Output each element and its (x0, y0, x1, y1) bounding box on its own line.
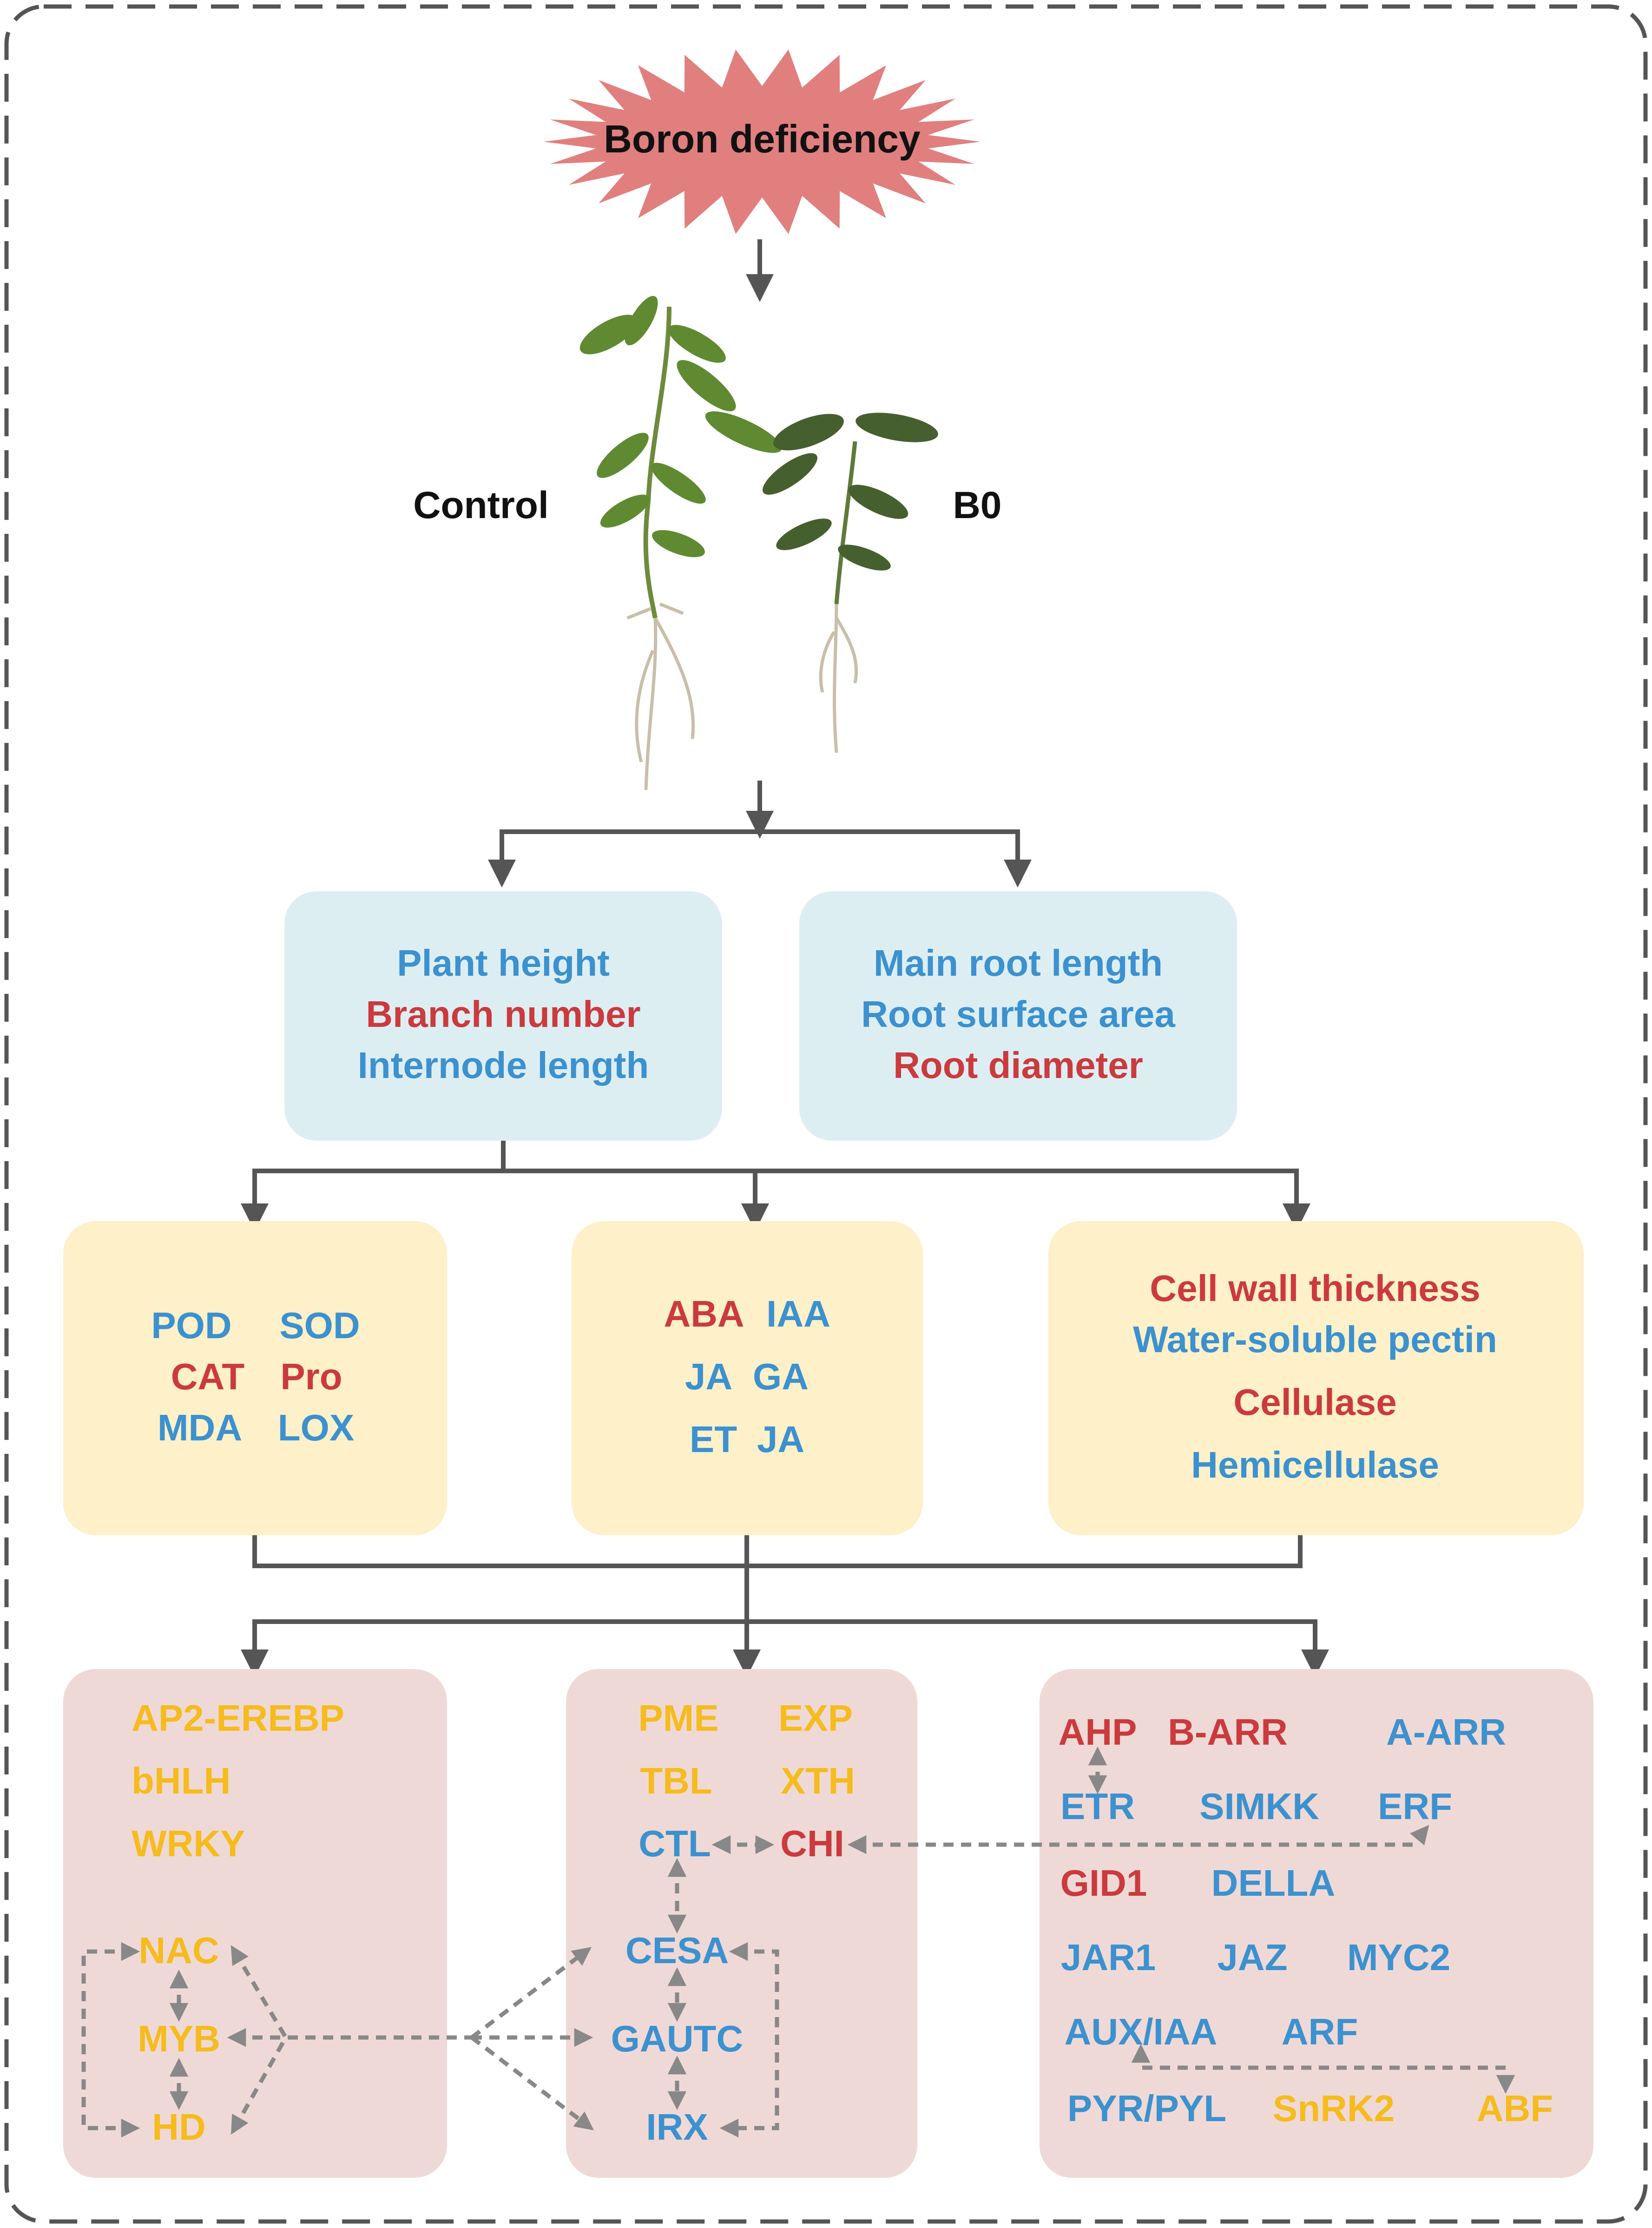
jaz-label: JAZ (1217, 1937, 1287, 1978)
pme-label: PME (638, 1697, 718, 1739)
abf-label: ABF (1477, 2088, 1553, 2129)
hormones-list: ABA IAA JA GA ET JA (664, 1293, 830, 1460)
aux-iaa-label: AUX/IAA (1065, 2011, 1218, 2052)
ga-label: GA (753, 1356, 809, 1397)
main-root-length-label: Main root length (874, 942, 1163, 984)
tbl-label: TBL (640, 1760, 712, 1801)
control-plant-illustration (579, 296, 782, 790)
water-soluble-pectin-label: Water-soluble pectin (1133, 1319, 1497, 1360)
b0-label: B0 (953, 484, 1002, 526)
cell-wall-thickness-label: Cell wall thickness (1150, 1268, 1480, 1309)
wrky-label: WRKY (132, 1823, 245, 1864)
control-label: Control (413, 484, 548, 526)
hemicellulase-label: Hemicellulase (1191, 1444, 1439, 1485)
gid1-label: GID1 (1060, 1862, 1147, 1904)
cellulase-label: Cellulase (1233, 1381, 1396, 1423)
outer-dashed-frame (4, 4, 1648, 2224)
hormones-box (572, 1221, 923, 1535)
exp-label: EXP (778, 1697, 853, 1739)
ctl-label: CTL (638, 1823, 711, 1864)
ahp-label: AHP (1059, 1711, 1137, 1753)
traits-to-physiology-connector (241, 1141, 1310, 1231)
pro-label: Pro (280, 1356, 342, 1397)
snrk2-label: SnRK2 (1273, 2088, 1395, 2129)
branch-number-label: Branch number (366, 993, 640, 1035)
enzymes-box (63, 1221, 447, 1535)
hormone-genes-list: AHP B-ARR A-ARR ETR SIMKK ERF GID1 DELLA… (1059, 1711, 1553, 2129)
a-arr-label: A-ARR (1386, 1711, 1506, 1753)
bhlh-label: bHLH (132, 1760, 230, 1801)
cesa-label: CESA (625, 1930, 729, 1971)
b0-plant-illustration (763, 413, 938, 753)
ja-label: JA (685, 1356, 732, 1397)
interaction-arrows (81, 1746, 1515, 2138)
sod-label: SOD (279, 1305, 360, 1346)
simkk-label: SIMKK (1199, 1786, 1319, 1827)
ap2-erebp-label: AP2-EREBP (132, 1697, 344, 1739)
plants-to-traits-connector (488, 781, 1032, 887)
arf-label: ARF (1282, 2011, 1358, 2052)
della-label: DELLA (1211, 1862, 1336, 1904)
tf-families-list: AP2-EREBP bHLH WRKY (132, 1697, 344, 1864)
pyr-pyl-label: PYR/PYL (1067, 2088, 1226, 2129)
cell-wall-list: Cell wall thickness Water-soluble pectin… (1133, 1268, 1497, 1485)
aba-label: ABA (664, 1293, 744, 1334)
b-arr-label: B-ARR (1168, 1711, 1288, 1753)
erf-label: ERF (1378, 1786, 1452, 1827)
et-label: ET (690, 1419, 737, 1460)
jar1-label: JAR1 (1061, 1937, 1156, 1978)
tf-network: NAC MYB HD (138, 1930, 220, 2148)
irx-label: IRX (646, 2106, 708, 2148)
nac-label: NAC (138, 1930, 219, 1971)
cell-wall-genes-box (566, 1669, 917, 2178)
lox-label: LOX (278, 1407, 354, 1448)
xth-label: XTH (781, 1760, 855, 1801)
chi-label: CHI (780, 1823, 844, 1864)
myb-label: MYB (138, 2018, 220, 2059)
boron-deficiency-starburst (544, 49, 981, 234)
internode-length-label: Internode length (358, 1045, 649, 1086)
etr-label: ETR (1060, 1786, 1135, 1827)
enzymes-list: POD SOD CAT Pro MDA LOX (151, 1305, 360, 1448)
physiology-to-genes-connector (241, 1535, 1329, 1677)
ja-label-2: JA (757, 1419, 804, 1460)
myc2-label: MYC2 (1347, 1937, 1450, 1978)
cat-label: CAT (171, 1356, 245, 1397)
cell-wall-box (1048, 1221, 1584, 1535)
hd-label: HD (152, 2106, 206, 2148)
plant-height-label: Plant height (397, 942, 610, 984)
title-label: Boron deficiency (604, 117, 921, 161)
iaa-label: IAA (766, 1293, 830, 1334)
shoot-traits-box (284, 891, 722, 1141)
pod-label: POD (151, 1305, 231, 1346)
transcription-factor-box (63, 1669, 447, 2178)
root-diameter-label: Root diameter (893, 1045, 1143, 1086)
gautc-label: GAUTC (611, 2018, 743, 2059)
root-traits-box (799, 891, 1237, 1141)
root-surface-area-label: Root surface area (861, 993, 1175, 1035)
mda-label: MDA (158, 1407, 242, 1448)
